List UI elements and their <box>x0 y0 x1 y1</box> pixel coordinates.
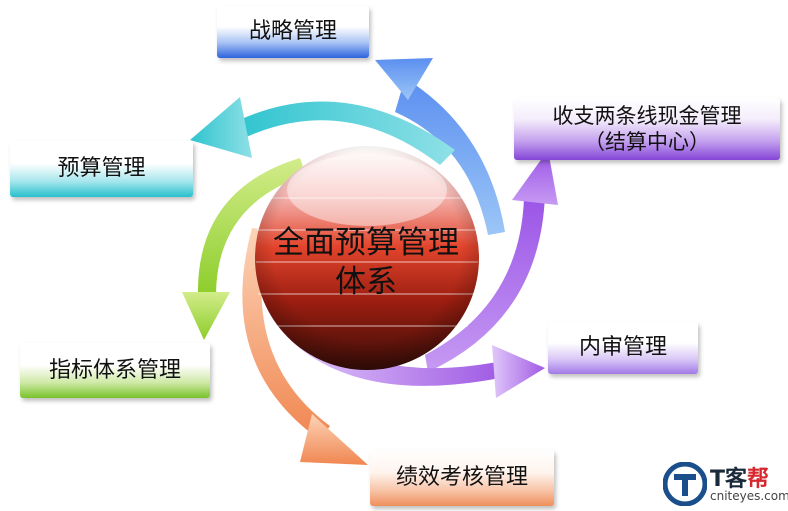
logo-title: T客帮 <box>710 461 769 493</box>
node-audit: 内审管理 <box>548 322 698 374</box>
arrow-cash-to-audit <box>425 150 558 372</box>
node-performance-label: 绩效考核管理 <box>395 465 528 491</box>
arrow-to-indicator <box>182 158 306 340</box>
node-strategy: 战略管理 <box>217 6 369 58</box>
center-title: 全面预算管理 体系 <box>256 218 476 308</box>
brand-logo: T客帮 cniteyes.com <box>660 458 788 511</box>
arrow-to-audit <box>290 322 545 398</box>
node-budget-label: 预算管理 <box>57 156 146 182</box>
node-cash-management: 收支两条线现金管理 （结算中心） <box>514 98 780 160</box>
logo-title-main: T客 <box>710 467 748 492</box>
logo-title-accent: 帮 <box>747 467 770 492</box>
node-strategy-label: 战略管理 <box>248 19 337 45</box>
center-title-line1: 全面预算管理 <box>273 225 459 262</box>
arrow-to-performance <box>242 228 368 465</box>
node-indicator-label: 指标体系管理 <box>48 357 181 383</box>
center-sphere <box>255 146 479 370</box>
node-indicator: 指标体系管理 <box>20 343 210 398</box>
t-logo-icon <box>663 462 707 506</box>
node-audit-label: 内审管理 <box>578 335 667 361</box>
node-cash-label-line1: 收支两条线现金管理 <box>552 103 742 128</box>
arrow-strategy-to-cash <box>375 58 505 235</box>
node-cash-label-line2: （结算中心） <box>584 130 710 154</box>
logo-url: cniteyes.com <box>710 489 788 503</box>
node-budget: 预算管理 <box>10 141 193 197</box>
center-title-line2: 体系 <box>335 264 397 300</box>
arrow-to-budget <box>190 97 455 165</box>
node-performance: 绩效考核管理 <box>370 450 554 506</box>
